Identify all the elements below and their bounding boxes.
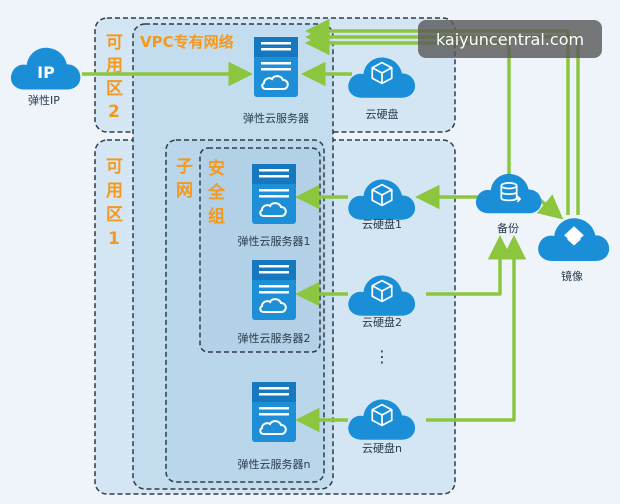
zone1-label-0: 可 <box>106 157 123 177</box>
image-caption: 镜像 <box>561 269 583 283</box>
server2-caption: 弹性云服务器2 <box>238 331 311 345</box>
arrow-backup-to-image <box>536 194 564 220</box>
elastic-ip-badge: IP <box>37 63 55 82</box>
secgroup-label-2: 组 <box>208 206 225 227</box>
arrow-diskn-to-backup <box>426 235 527 422</box>
secgroup-label-1: 全 <box>207 182 226 203</box>
backup-caption: 备份 <box>497 221 519 235</box>
elastic-ip-caption: 弹性IP <box>28 93 60 107</box>
arrow-disk2-to-backup <box>426 235 513 296</box>
secgroup-label-0: 安 <box>208 158 225 179</box>
disk-ellipsis: ⋮ <box>374 347 390 366</box>
servern-caption: 弹性云服务器n <box>238 457 311 471</box>
server1-caption: 弹性云服务器1 <box>238 234 311 248</box>
zone2-label-0: 可 <box>106 33 123 53</box>
zone1-label-3: 1 <box>108 229 120 249</box>
server-caption: 弹性云服务器 <box>243 111 309 125</box>
zone2-label-3: 2 <box>108 102 120 122</box>
disk-caption: 云硬盘 <box>366 107 399 121</box>
zone2-label-1: 用 <box>106 56 123 76</box>
server2-icon <box>252 258 296 322</box>
subnet-label-0: 子 <box>176 157 193 177</box>
zone1-label-2: 区 <box>106 205 123 225</box>
diskn-caption: 云硬盘n <box>362 441 402 455</box>
disk2-caption: 云硬盘2 <box>362 315 402 329</box>
zone1-label-1: 用 <box>106 181 123 201</box>
watermark-text: kaiyuncentral.com <box>436 30 584 49</box>
server-icon <box>254 35 298 99</box>
watermark-box <box>418 20 602 58</box>
servern-icon <box>252 380 296 444</box>
server1-icon <box>252 162 296 226</box>
subnet-label-1: 网 <box>176 181 193 201</box>
disk1-caption: 云硬盘1 <box>362 217 402 231</box>
zone2-label-2: 区 <box>106 79 123 99</box>
vpc-label: VPC专有网络 <box>140 33 234 51</box>
